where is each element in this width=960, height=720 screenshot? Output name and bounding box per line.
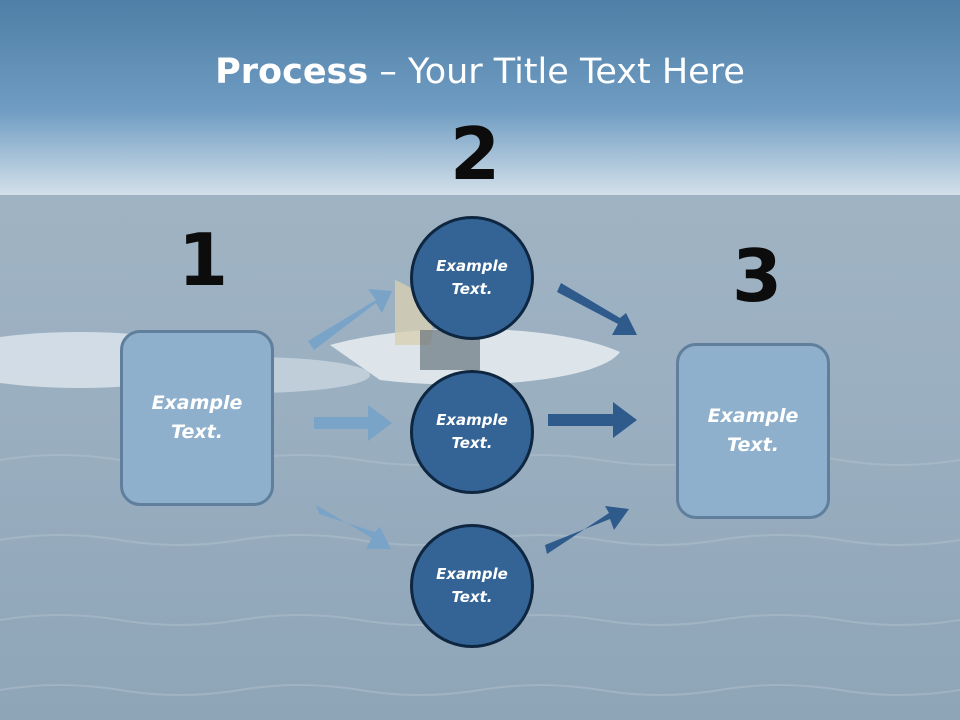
arrow-left-to-middle <box>314 405 392 441</box>
process-box-right: Example Text. <box>676 343 830 519</box>
slide-title: Process – Your Title Text Here <box>0 52 960 92</box>
step-number-2: 2 <box>450 112 501 196</box>
step-number-3: 3 <box>732 234 783 318</box>
process-circle-middle-text: Example Text. <box>436 411 508 452</box>
step-number-1: 1 <box>178 218 229 302</box>
arrow-middle-to-right <box>548 402 637 438</box>
title-bold: Process <box>215 52 369 92</box>
process-box-left-text: Example Text. <box>151 392 243 443</box>
title-rest: – Your Title Text Here <box>368 52 745 92</box>
arrow-left-to-top <box>308 289 392 350</box>
process-circle-bottom: Example Text. <box>410 524 534 648</box>
process-box-right-text: Example Text. <box>707 405 799 456</box>
arrow-left-to-bottom <box>316 505 391 549</box>
process-circle-top-text: Example Text. <box>436 257 508 298</box>
process-circle-top: Example Text. <box>410 216 534 340</box>
process-circle-bottom-text: Example Text. <box>436 565 508 606</box>
process-circle-middle: Example Text. <box>410 370 534 494</box>
arrow-bottom-to-right <box>545 506 629 554</box>
arrow-top-to-right <box>557 283 637 335</box>
process-box-left: Example Text. <box>120 330 274 506</box>
